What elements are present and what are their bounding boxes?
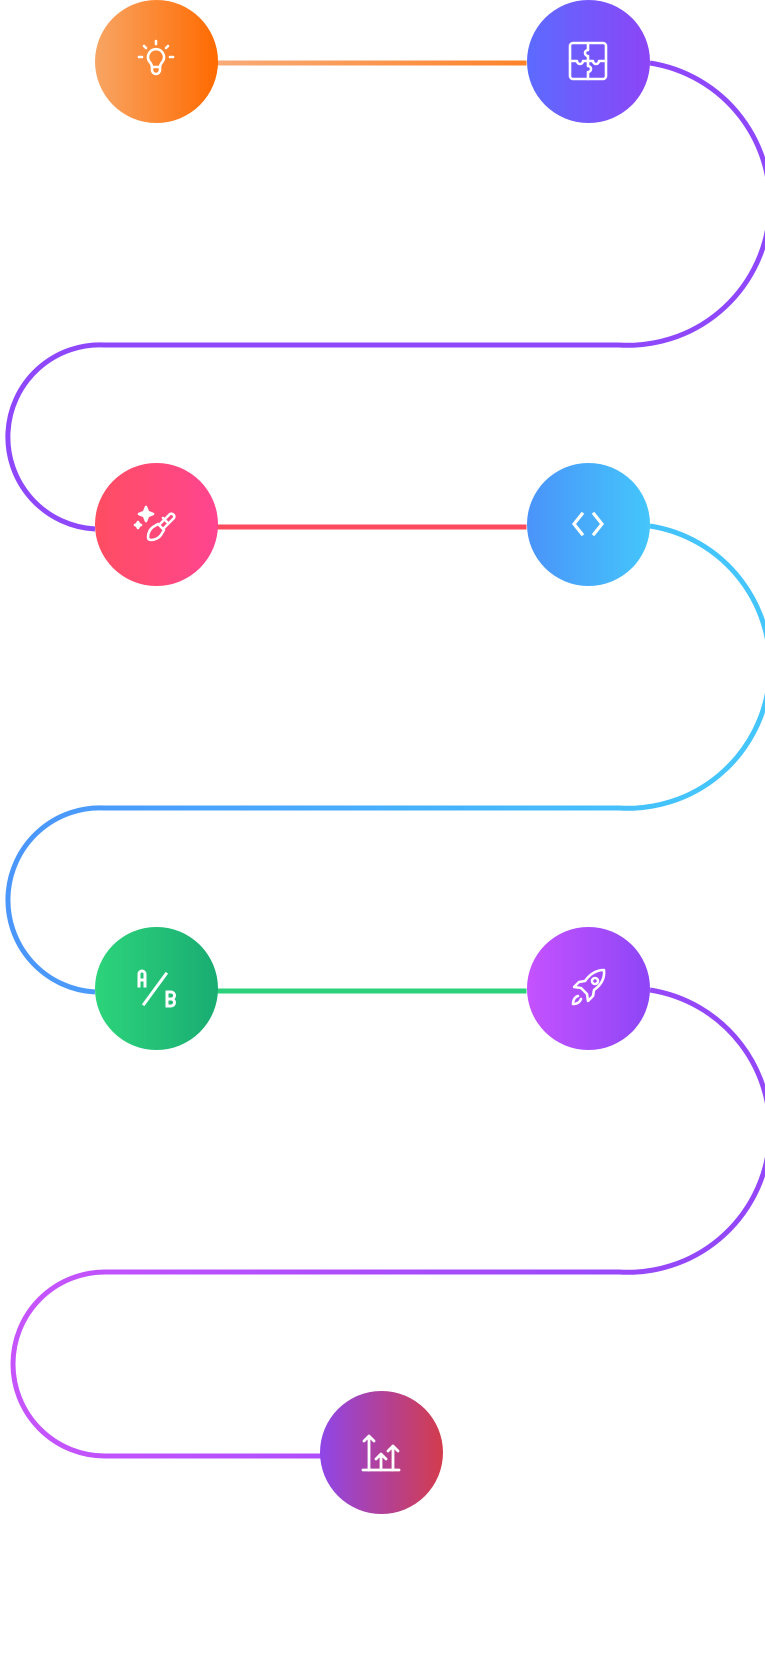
step-node-launch [526, 926, 650, 1050]
rocket-icon [571, 968, 606, 1006]
puzzle-icon [568, 41, 608, 81]
step-node-design [94, 462, 218, 586]
step-node-grow [319, 1390, 443, 1514]
code-icon [571, 511, 605, 537]
step-node-test [94, 926, 218, 1050]
connector-plan-to-design [5, 60, 765, 532]
lightbulb-icon [137, 39, 175, 76]
growth-arrows-icon [361, 1434, 401, 1472]
magic-brush-icon [133, 505, 176, 542]
connectors [5, 60, 765, 1459]
step-node-plan [526, 0, 650, 123]
connector-develop-to-test [5, 523, 765, 995]
connector-launch-to-grow [10, 987, 765, 1459]
step-node-develop [526, 462, 650, 586]
ab-test-icon [137, 969, 176, 1008]
step-node-idea [94, 0, 218, 123]
